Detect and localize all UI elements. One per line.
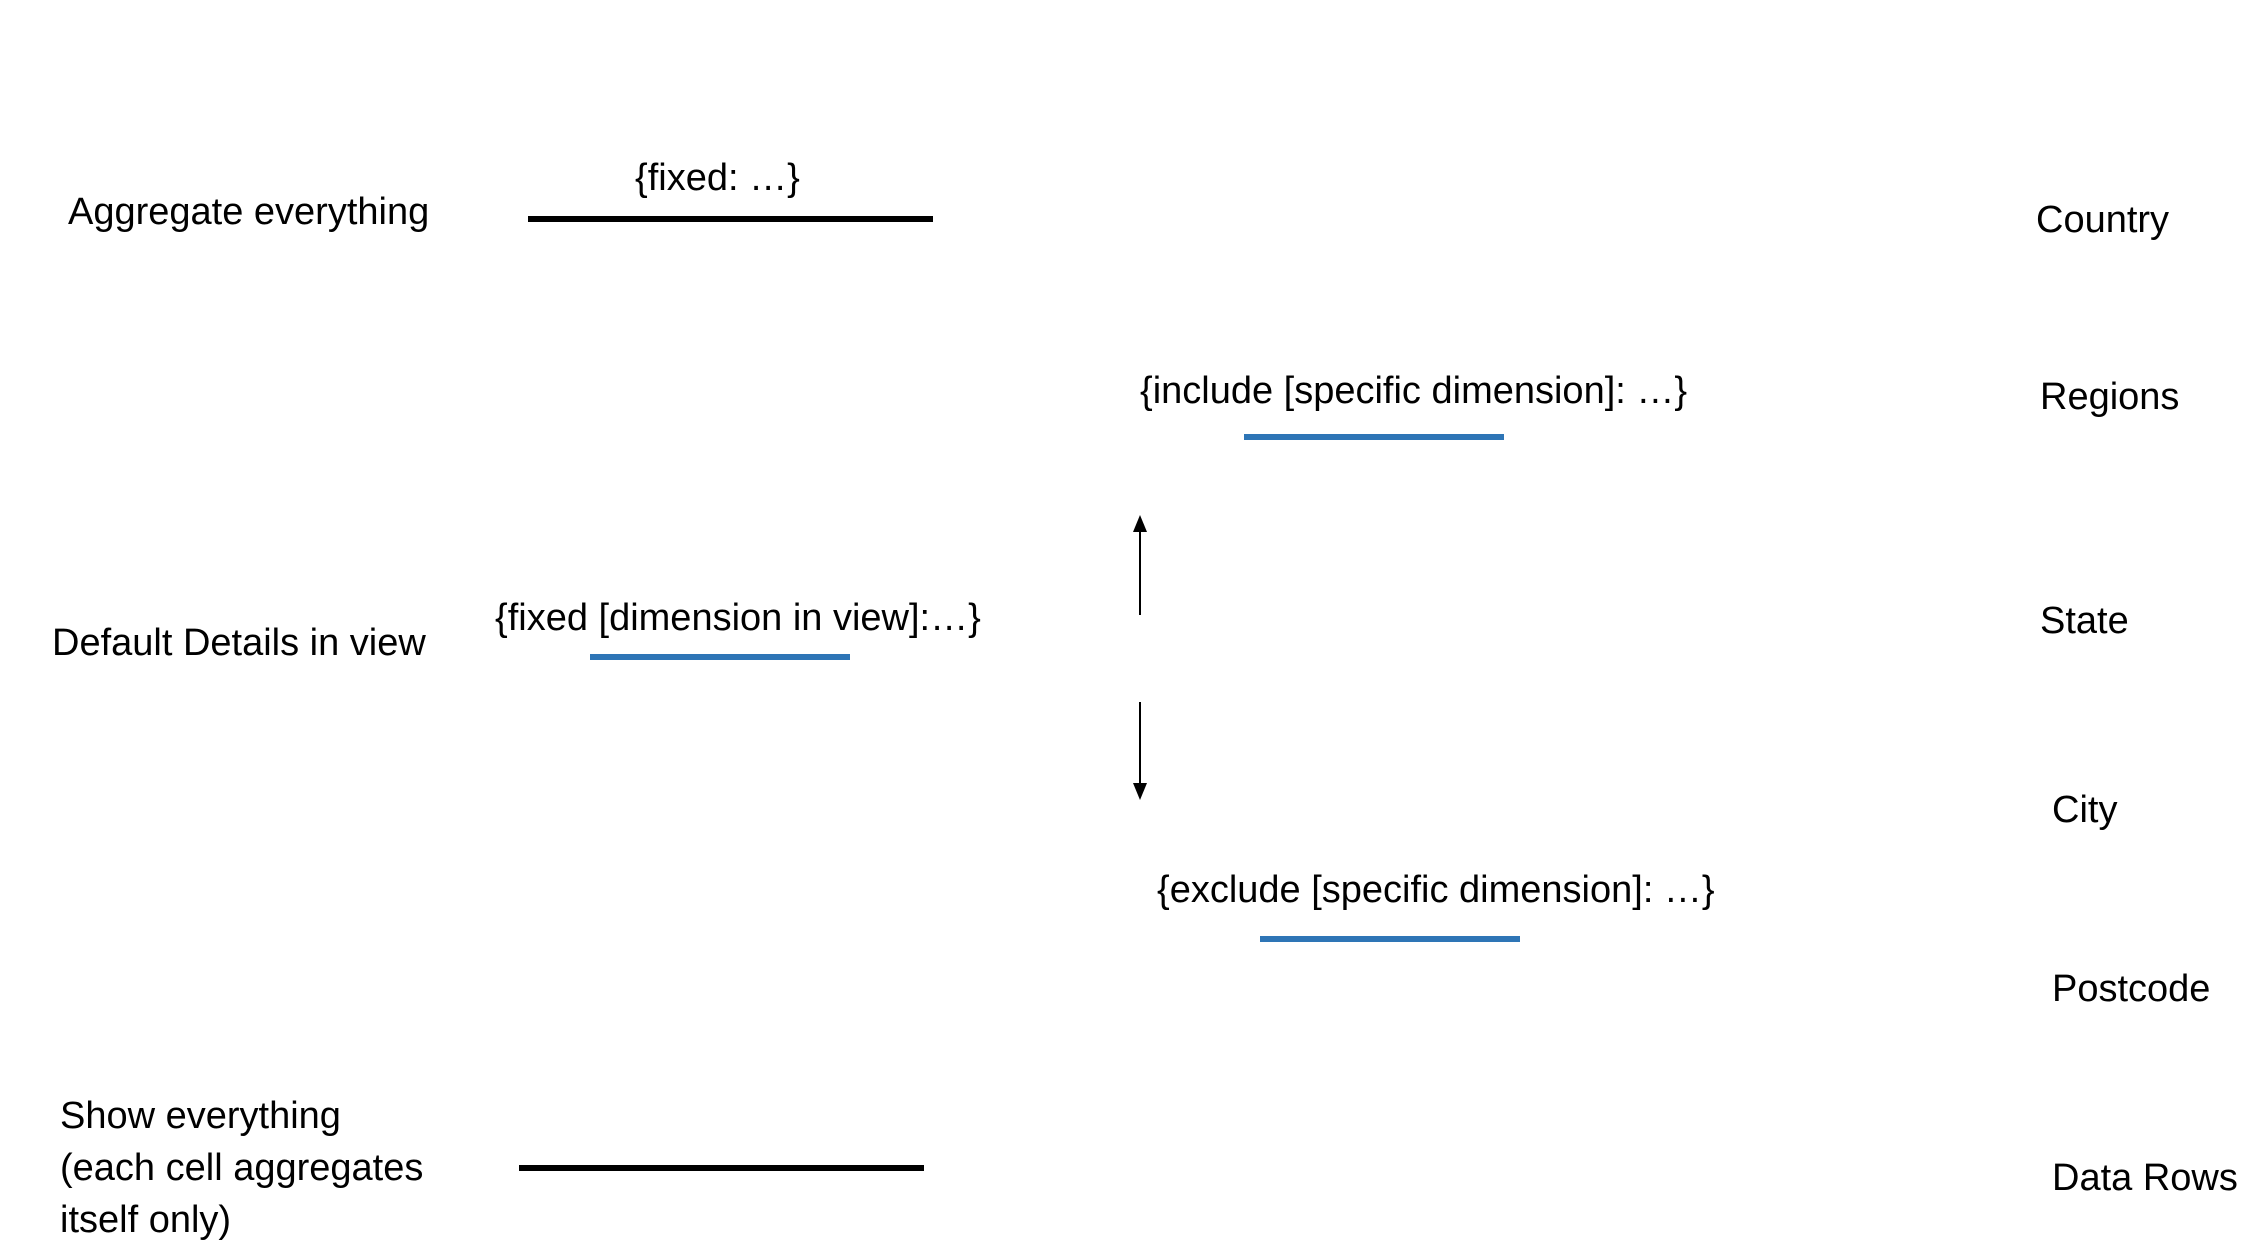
bar-aggregate-everything [528,216,933,222]
expr-include: {include [specific dimension]: …} [1140,370,1688,412]
label-show-everything: Show everything (each cell aggregates it… [60,1090,480,1246]
level-postcode: Postcode [2052,968,2211,1010]
bar-include [1244,434,1504,440]
label-aggregate-everything: Aggregate everything [68,191,430,233]
arrow-down-head-icon [1133,783,1147,800]
label-show-everything-line3: itself only) [60,1199,232,1241]
level-regions: Regions [2040,376,2180,418]
expr-fixed-view: {fixed [dimension in view]:…} [495,597,981,639]
bar-exclude [1260,936,1520,942]
bar-fixed-view [590,654,850,660]
expr-fixed-all: {fixed: …} [635,157,800,199]
label-show-everything-line1: Show everything [60,1095,341,1137]
level-city: City [2052,789,2118,831]
expr-exclude: {exclude [specific dimension]: …} [1157,869,1715,911]
level-country: Country [2036,199,2170,241]
bar-show-everything [519,1165,924,1171]
label-show-everything-line2: (each cell aggregates [60,1147,424,1189]
level-state: State [2040,600,2129,642]
level-data-rows: Data Rows [2052,1157,2238,1199]
label-default-details: Default Details in view [52,622,426,664]
arrow-up-head-icon [1133,515,1147,532]
